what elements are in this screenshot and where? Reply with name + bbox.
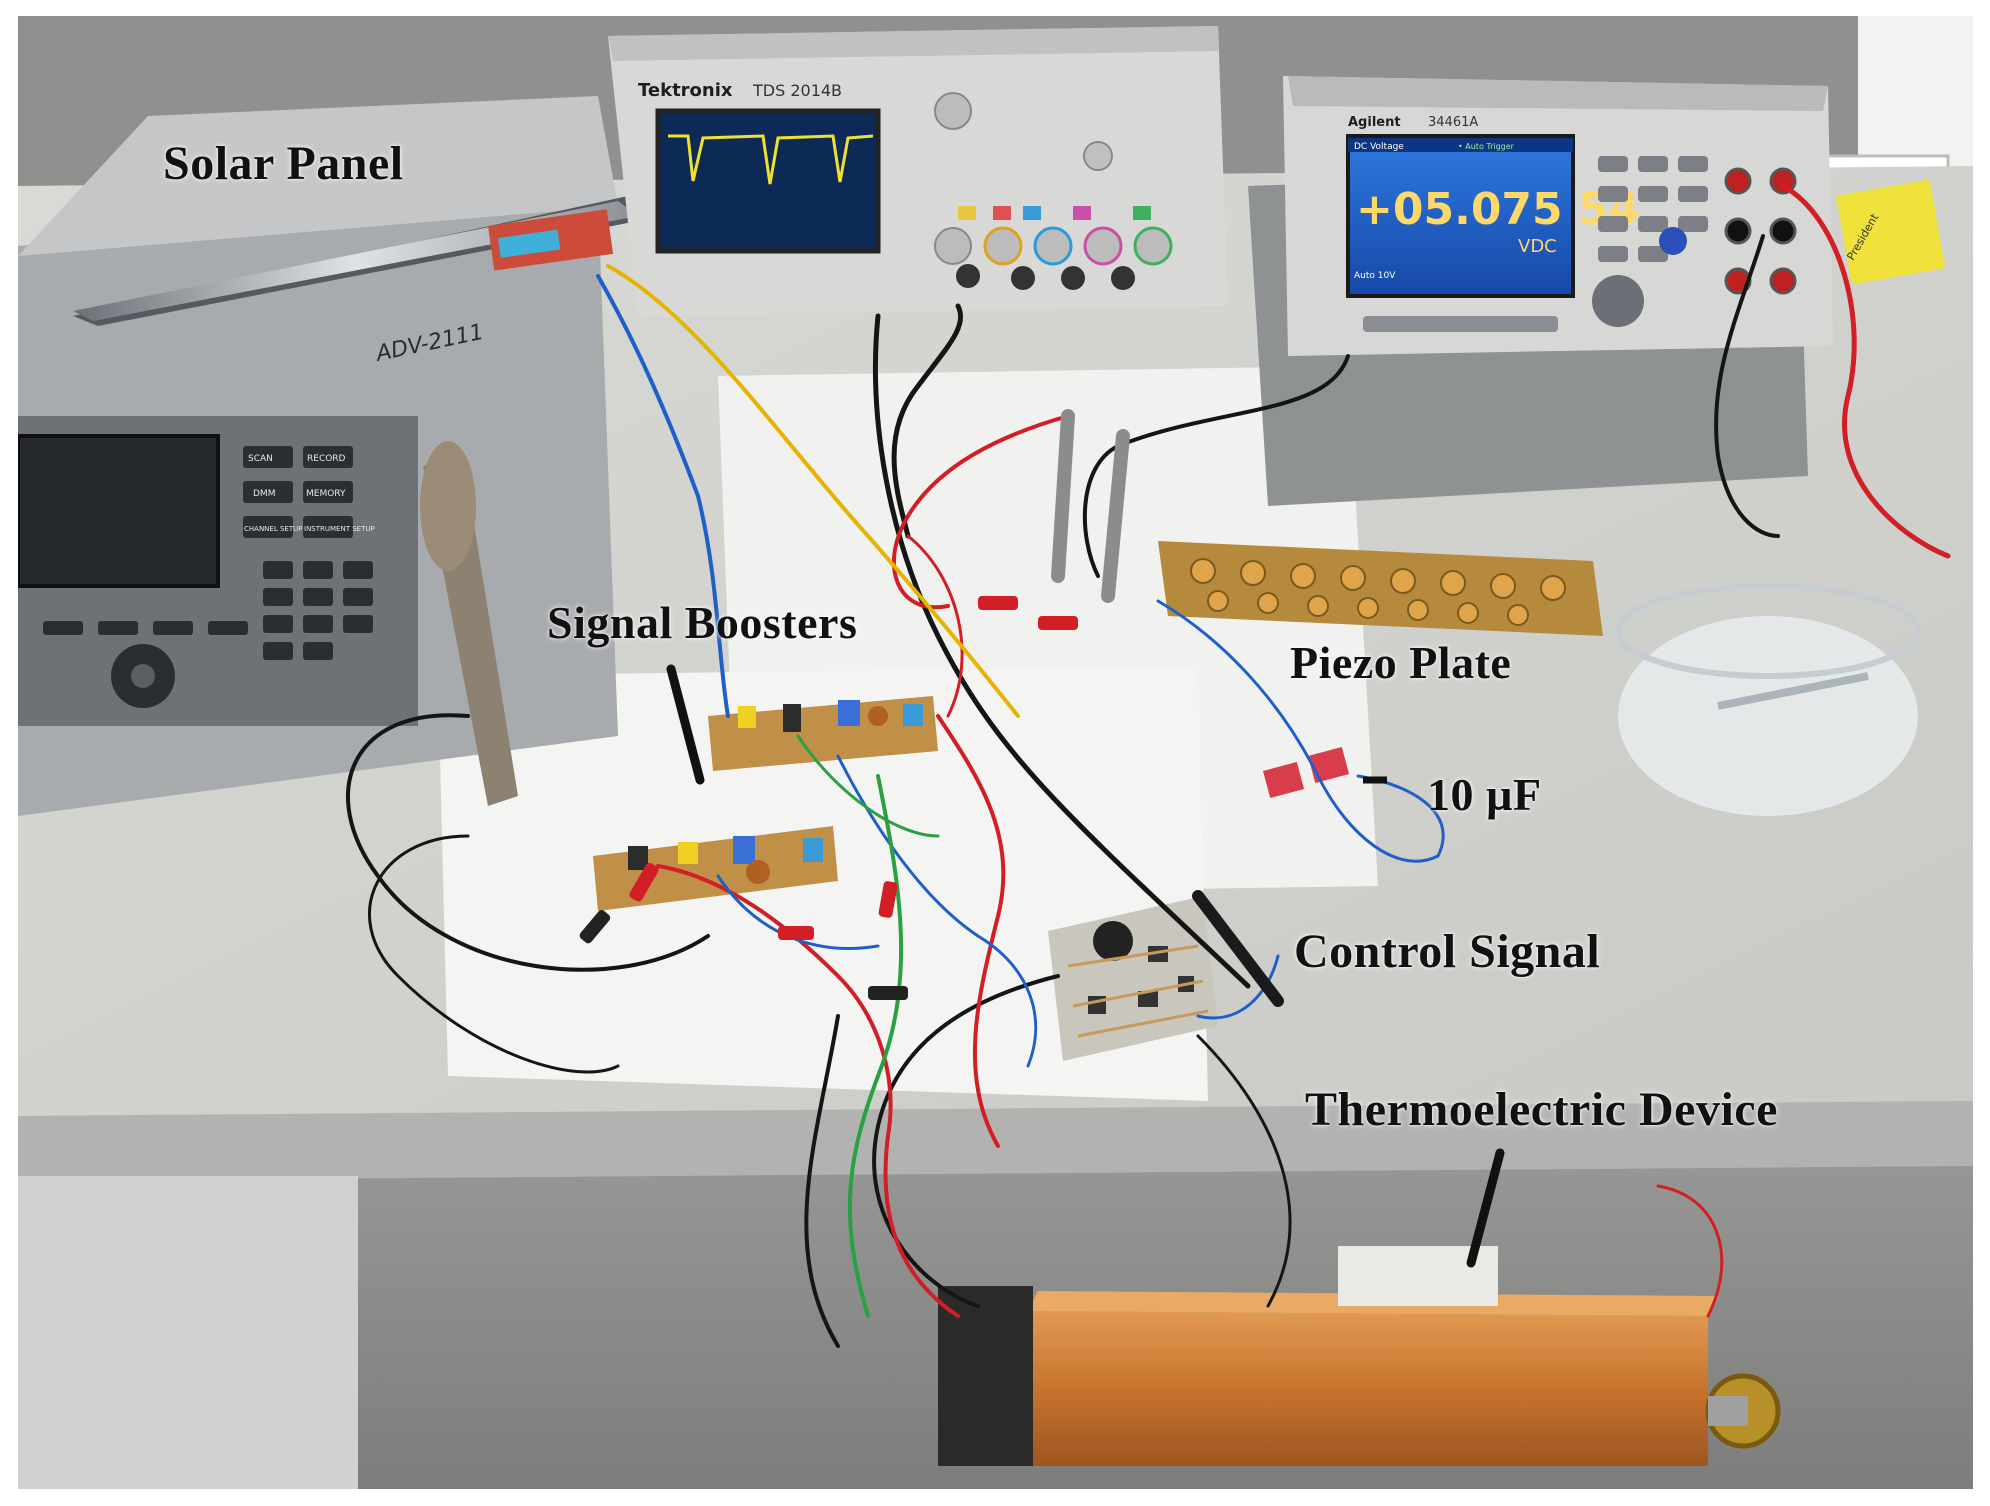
signal-booster-board-2 (593, 826, 838, 911)
pointer-signal-boosters (666, 664, 705, 785)
label-control-signal: Control Signal (1294, 925, 1601, 978)
multimeter-unit: VDC (1518, 236, 1557, 257)
label-capacitor: 10 µF (1427, 769, 1542, 820)
daq-screen (18, 434, 220, 588)
multimeter-keypad (1363, 156, 1708, 332)
desk-drawer-cabinet (18, 1176, 358, 1489)
thermoelectric-device (1028, 1311, 1708, 1466)
multimeter-reading: +05.075 54 (1356, 184, 1639, 235)
probes-and-clips (579, 409, 1284, 1007)
daq-btn-record: RECORD (307, 454, 346, 464)
syringe (1717, 672, 1869, 710)
label-signal-boosters: Signal Boosters (547, 597, 858, 648)
daq-btn-scan: SCAN (248, 454, 273, 464)
wiring (346, 183, 1951, 1348)
wire-scope-probe (873, 313, 1251, 989)
daq-btn-memory: MEMORY (306, 489, 346, 499)
clip-red-2 (1038, 616, 1078, 630)
oscilloscope-brand: Tektronix (638, 80, 733, 101)
multimeter-model: 34461A (1428, 115, 1478, 130)
plastic-container (1618, 616, 1918, 816)
control-board (1048, 896, 1218, 1061)
label-piezo-plate: Piezo Plate (1290, 637, 1512, 688)
clip-black-2 (868, 986, 908, 1000)
multimeter-input-jacks (1724, 167, 1797, 295)
label-thermoelectric-device: Thermoelectric Device (1305, 1083, 1778, 1136)
clip-black-1 (579, 910, 611, 944)
scope-probe-tip (1192, 890, 1284, 1007)
multimeter-shift-key (1659, 227, 1687, 255)
daq-button-labels: SCAN RECORD DMM MEMORY CHANNEL SETUP INS… (244, 454, 375, 533)
piezo-elements (1190, 558, 1566, 626)
oscilloscope-waveform (668, 134, 874, 185)
clip-red-1 (978, 596, 1018, 610)
paper-sheet-bottom (438, 666, 1208, 1101)
sticky-note (1836, 179, 1946, 285)
wire-blue-solar (596, 274, 730, 718)
wire-yellow (606, 264, 1020, 718)
daq-btn-dmm: DMM (253, 489, 275, 499)
oscilloscope-screen (655, 108, 881, 254)
clip-red-3 (629, 862, 659, 902)
multimeter-trigger: • Auto Trigger (1458, 142, 1515, 151)
dmm-probe-black (1101, 429, 1130, 603)
booster-2-components (628, 836, 823, 884)
multimeter-mode: DC Voltage (1354, 142, 1404, 152)
multimeter-brand: Agilent (1348, 115, 1401, 130)
capacitor-block-1 (1262, 761, 1305, 799)
oscilloscope-controls (934, 92, 1173, 290)
daq-btn-channel-setup: CHANNEL SETUP (244, 525, 302, 533)
oscilloscope-model: TDS 2014B (752, 81, 842, 100)
clip-red-4 (778, 926, 814, 940)
booster-1-components (738, 700, 923, 732)
multimeter-range: Auto 10V (1354, 271, 1396, 281)
daq-unit-top (18, 96, 618, 256)
thermoelectric-base (938, 1286, 1033, 1466)
dmm-probe-red (1051, 409, 1075, 583)
daq-keypad (43, 446, 373, 708)
label-solar-panel: Solar Panel (163, 137, 404, 190)
wire-red-dmm (1780, 183, 1951, 559)
wire-green (847, 774, 904, 1318)
lab-setup-photo: SCAN RECORD DMM MEMORY CHANNEL SETUP INS… (18, 16, 1973, 1489)
multimeter-display (1346, 134, 1575, 298)
daq-btn-instrument-setup: INSTRUMENT SETUP (304, 525, 375, 533)
control-board-components (1067, 921, 1209, 1038)
daq-handle-knob (420, 441, 476, 571)
clip-red-5 (878, 881, 898, 918)
pointer-thermoelectric (1466, 1148, 1505, 1268)
